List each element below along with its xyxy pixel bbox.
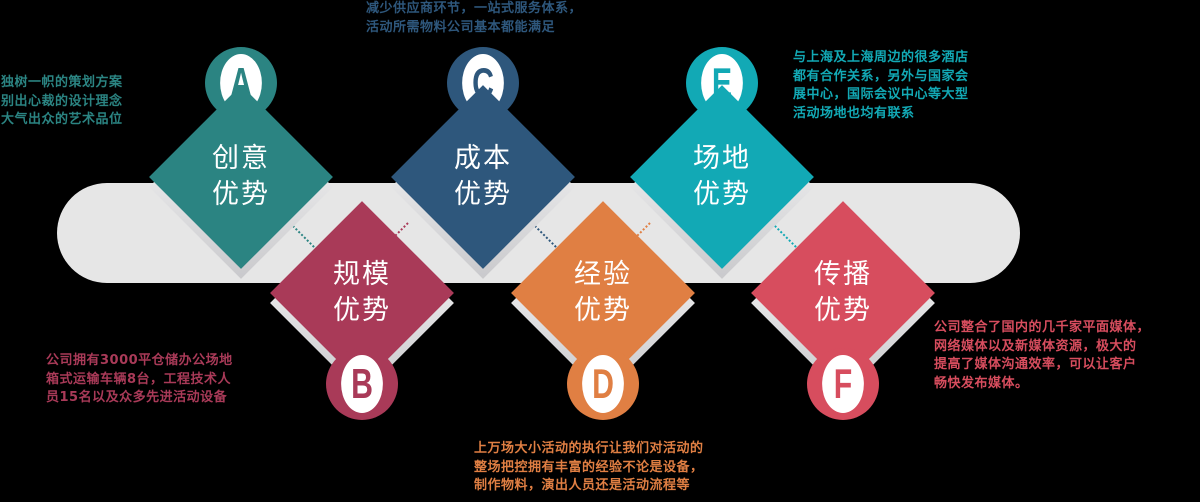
node-title-f: 传播 优势 — [814, 259, 872, 326]
description-a: 独树一帜的策划方案 别出心裁的设计理念 大气出众的艺术品位 — [1, 75, 123, 127]
badge-letter-d: D — [582, 355, 624, 413]
badge-letter-b: B — [341, 355, 383, 413]
description-c: 减少供应商环节，一站式服务体系， 活动所需物料公司基本都能满足 — [366, 1, 583, 35]
description-b: 公司拥有3000平仓储办公场地 箱式运输车辆8台，工程技术人 员15名以及众多先… — [46, 353, 233, 405]
description-f: 公司整合了国内的几千家平面媒体， 网络媒体以及新媒体资源，极大的 提高了媒体沟通… — [934, 320, 1151, 391]
badge-d: D — [567, 348, 639, 420]
node-title-a: 创意 优势 — [212, 143, 270, 210]
node-title-b: 规模 优势 — [333, 259, 391, 326]
node-title-d: 经验 优势 — [574, 259, 632, 326]
badge-b: B — [326, 348, 398, 420]
node-title-c: 成本 优势 — [454, 143, 512, 210]
description-d: 上万场大小活动的执行让我们对活动的 整场把控拥有丰富的经验不论是设备， 制作物料… — [474, 441, 704, 493]
badge-letter-f: F — [822, 355, 864, 413]
description-e: 与上海及上海周边的很多酒店 都有合作关系，另外与国家会 展中心，国际会议中心等大… — [793, 50, 969, 121]
node-title-e: 场地 优势 — [693, 143, 751, 210]
badge-f: F — [807, 348, 879, 420]
